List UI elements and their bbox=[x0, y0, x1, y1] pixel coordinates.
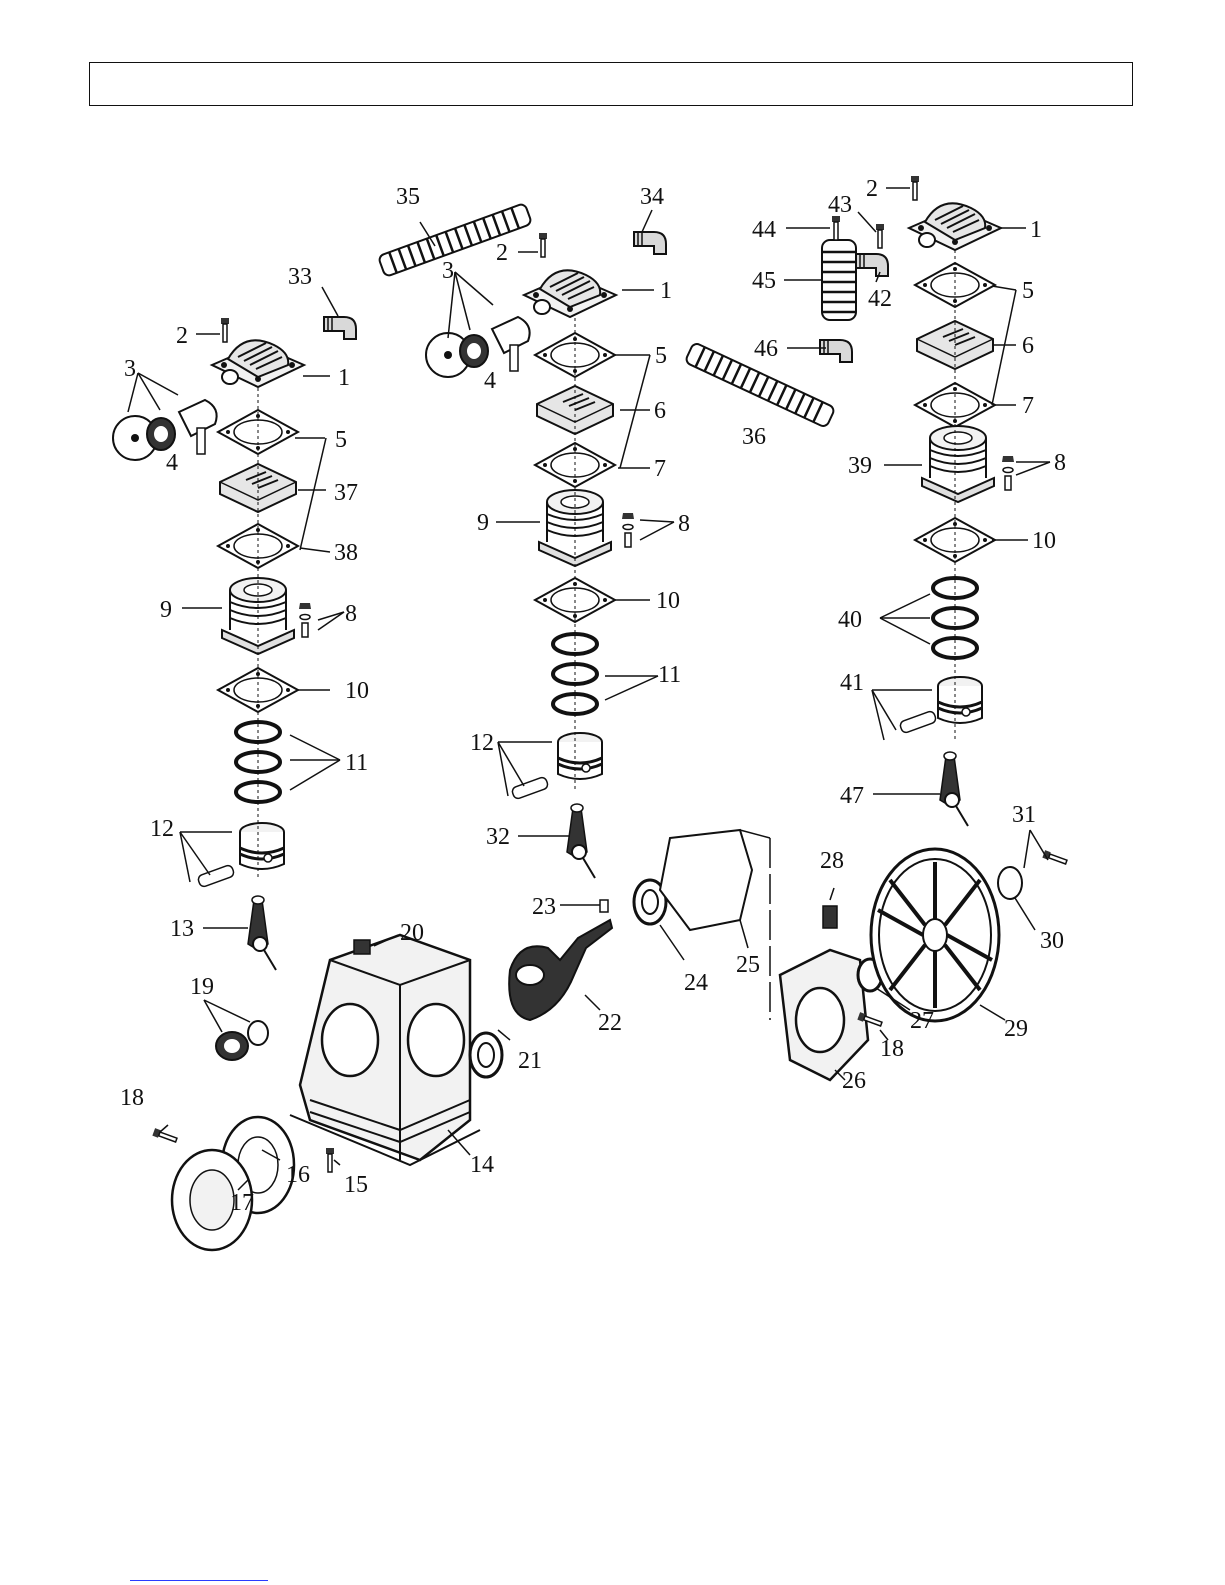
callout-28: 28 bbox=[820, 848, 844, 874]
callout-3: 3 bbox=[124, 356, 136, 382]
callout-4: 4 bbox=[166, 450, 178, 476]
crankshaft bbox=[509, 920, 612, 1020]
callout-12: 12 bbox=[150, 816, 174, 842]
callout-47: 47 bbox=[840, 783, 864, 809]
callout-45: 45 bbox=[752, 268, 776, 294]
callout-22: 22 bbox=[598, 1010, 622, 1036]
callout-37: 37 bbox=[334, 480, 358, 506]
callout-1: 1 bbox=[660, 278, 672, 304]
callout-32: 32 bbox=[486, 824, 510, 850]
pulley bbox=[871, 849, 999, 1021]
callout-41: 41 bbox=[840, 670, 864, 696]
callout-23: 23 bbox=[532, 894, 556, 920]
callout-16: 16 bbox=[286, 1162, 310, 1188]
callout-44: 44 bbox=[752, 217, 776, 243]
callout-2: 2 bbox=[496, 240, 508, 266]
callout-36: 36 bbox=[742, 424, 766, 450]
callout-42: 42 bbox=[868, 286, 892, 312]
callout-18: 18 bbox=[880, 1036, 904, 1062]
callout-43: 43 bbox=[828, 192, 852, 218]
callout-33: 33 bbox=[288, 264, 312, 290]
callout-8: 8 bbox=[678, 511, 690, 537]
footer-link-underline[interactable] bbox=[130, 1580, 268, 1581]
callout-30: 30 bbox=[1040, 928, 1064, 954]
callout-8: 8 bbox=[345, 601, 357, 627]
callout-5: 5 bbox=[1022, 278, 1034, 304]
callout-26: 26 bbox=[842, 1068, 866, 1094]
callout-15: 15 bbox=[344, 1172, 368, 1198]
callout-38: 38 bbox=[334, 540, 358, 566]
right-head-assembly bbox=[685, 176, 1014, 826]
callout-21: 21 bbox=[518, 1048, 542, 1074]
callout-20: 20 bbox=[400, 920, 424, 946]
intercooler-fins bbox=[822, 240, 856, 320]
callout-18: 18 bbox=[120, 1085, 144, 1111]
callout-10: 10 bbox=[345, 678, 369, 704]
callout-5: 5 bbox=[655, 343, 667, 369]
callout-14: 14 bbox=[470, 1152, 494, 1178]
callout-3: 3 bbox=[442, 258, 454, 284]
callout-9: 9 bbox=[160, 597, 172, 623]
callout-10: 10 bbox=[1032, 528, 1056, 554]
callout-35: 35 bbox=[396, 184, 420, 210]
callout-6: 6 bbox=[1022, 333, 1034, 359]
callout-10: 10 bbox=[656, 588, 680, 614]
left-head-assembly bbox=[113, 317, 356, 970]
callout-24: 24 bbox=[684, 970, 708, 996]
callout-2: 2 bbox=[866, 176, 878, 202]
callout-5: 5 bbox=[335, 427, 347, 453]
callout-17: 17 bbox=[230, 1190, 254, 1216]
callout-19: 19 bbox=[190, 974, 214, 1000]
callout-1: 1 bbox=[1030, 217, 1042, 243]
callout-7: 7 bbox=[654, 456, 666, 482]
callout-27: 27 bbox=[910, 1008, 934, 1034]
callout-8: 8 bbox=[1054, 450, 1066, 476]
callout-12: 12 bbox=[470, 730, 494, 756]
callout-25: 25 bbox=[736, 952, 760, 978]
callout-40: 40 bbox=[838, 607, 862, 633]
callout-13: 13 bbox=[170, 916, 194, 942]
callout-9: 9 bbox=[477, 510, 489, 536]
callout-46: 46 bbox=[754, 336, 778, 362]
callout-2: 2 bbox=[176, 323, 188, 349]
callout-31: 31 bbox=[1012, 802, 1036, 828]
callout-1: 1 bbox=[338, 365, 350, 391]
callout-34: 34 bbox=[640, 184, 664, 210]
callout-7: 7 bbox=[1022, 393, 1034, 419]
callout-11: 11 bbox=[658, 662, 681, 688]
middle-head-assembly bbox=[378, 203, 666, 878]
callout-4: 4 bbox=[484, 368, 496, 394]
callout-6: 6 bbox=[654, 398, 666, 424]
oil-plug bbox=[216, 1021, 268, 1060]
callout-29: 29 bbox=[1004, 1016, 1028, 1042]
callout-39: 39 bbox=[848, 453, 872, 479]
callout-11: 11 bbox=[345, 750, 368, 776]
